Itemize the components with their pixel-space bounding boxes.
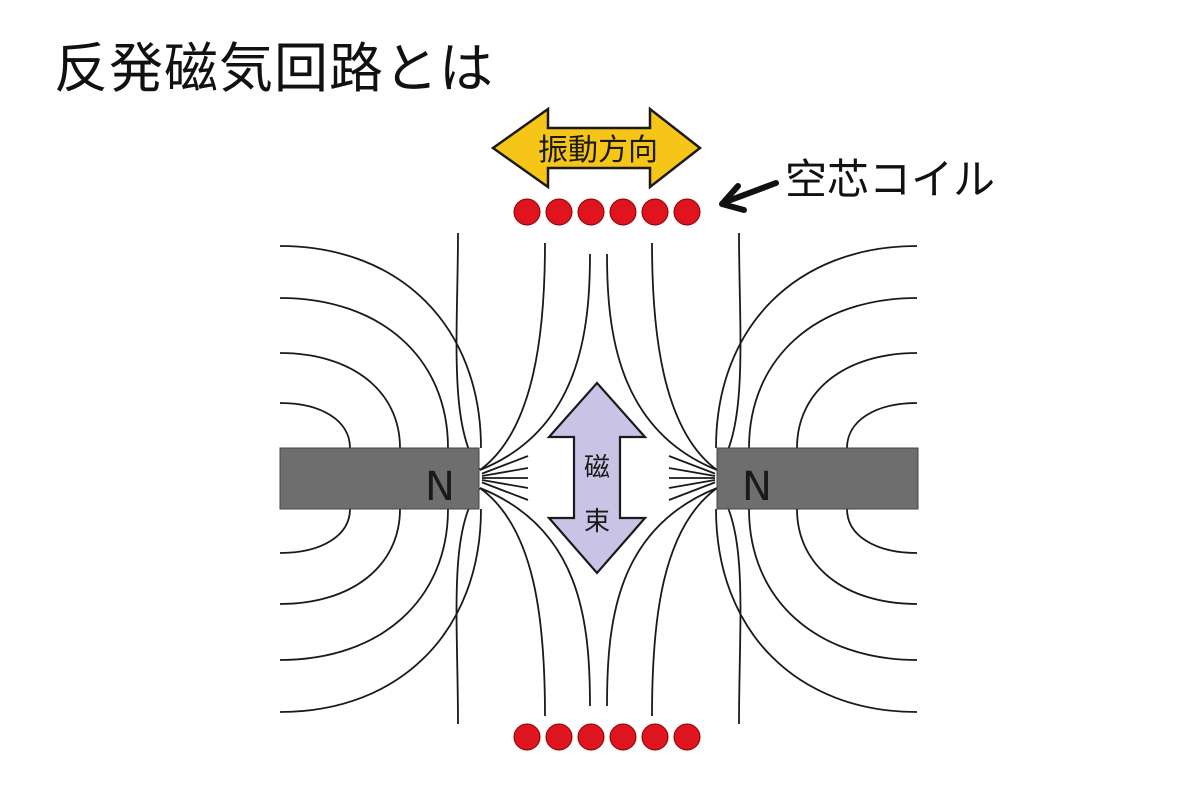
- coil-turn: [673, 198, 701, 226]
- field-line: [606, 487, 718, 707]
- coil-pointer-arrow: [719, 180, 779, 213]
- field-line: [279, 508, 482, 713]
- vibration-direction-arrow: 振動方向: [490, 106, 703, 190]
- field-line: [715, 508, 918, 713]
- field-line: [651, 242, 718, 471]
- page-title: 反発磁気回路とは: [54, 37, 494, 100]
- air-core-coil-label: 空芯コイル: [785, 155, 995, 204]
- magnet-right-pole: N: [742, 464, 772, 510]
- field-line: [279, 352, 401, 449]
- coil-turn: [513, 723, 541, 751]
- field-line: [481, 455, 529, 475]
- coil-turn: [641, 198, 669, 226]
- field-line: [748, 297, 918, 449]
- field-line: [279, 508, 351, 554]
- field-line: [279, 508, 449, 661]
- field-line: [481, 467, 529, 477]
- coil-turn: [577, 198, 605, 226]
- flux-label-1: 磁: [584, 453, 610, 483]
- field-line: [479, 242, 546, 471]
- magnet-left: [279, 447, 480, 510]
- coil-turn: [609, 198, 637, 226]
- vibration-direction-label: 振動方向: [538, 133, 658, 168]
- magnet-left-pole: N: [425, 464, 455, 510]
- magnet-right: [716, 447, 919, 510]
- field-line: [651, 487, 718, 717]
- field-line: [796, 352, 918, 449]
- field-line: [668, 455, 716, 475]
- coil-turn: [641, 723, 669, 751]
- field-line: [796, 508, 918, 605]
- field-line: [479, 253, 591, 471]
- field-line: [846, 508, 918, 554]
- coil-turn: [673, 723, 701, 751]
- coil-turn: [545, 723, 573, 751]
- coil-turn: [609, 723, 637, 751]
- coil-bottom: [513, 723, 701, 751]
- field-line: [279, 297, 449, 449]
- field-line: [481, 479, 529, 489]
- field-line: [606, 253, 718, 471]
- flux-label-2: 束: [584, 507, 610, 537]
- coil-turn: [513, 198, 541, 226]
- field-line: [846, 402, 918, 449]
- field-line: [668, 479, 716, 489]
- coil-turn: [577, 723, 605, 751]
- flux-arrow: 磁 束: [546, 381, 648, 575]
- field-line: [668, 467, 716, 477]
- field-lines: [279, 232, 918, 725]
- field-line: [715, 245, 918, 449]
- field-line: [668, 481, 716, 501]
- field-line: [479, 487, 546, 717]
- field-line: [279, 245, 482, 449]
- field-line: [279, 402, 351, 449]
- coil-top: [513, 198, 701, 226]
- field-line: [748, 508, 918, 661]
- field-line: [479, 487, 591, 707]
- field-line: [481, 481, 529, 501]
- coil-turn: [545, 198, 573, 226]
- field-line: [279, 508, 401, 605]
